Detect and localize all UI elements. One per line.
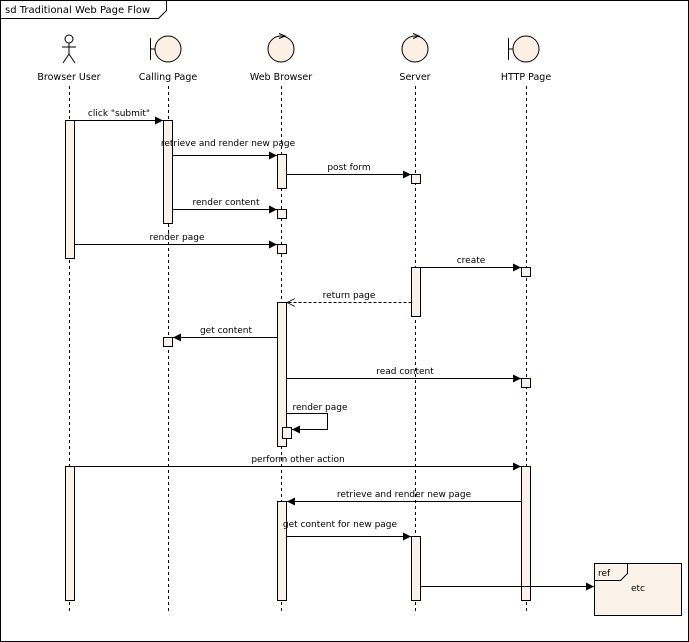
- lifeline-head-http-page: [508, 35, 540, 63]
- ref-tag-box: [594, 563, 628, 581]
- message-label-render-page: render page: [149, 233, 204, 243]
- frame-title-tab: [0, 0, 167, 19]
- activation-calling-page: [163, 120, 173, 224]
- lifeline-head-browser-user: [62, 34, 76, 64]
- activation-server: [411, 267, 421, 317]
- message-label-read-content: read content: [376, 367, 434, 377]
- lifeline-head-web-browser: [267, 33, 295, 63]
- message-label-create: create: [457, 256, 486, 266]
- message-label-retrieve-render-new-page: retrieve and render new page: [161, 139, 296, 149]
- activation-web-browser: [277, 244, 287, 254]
- activation-http-page: [521, 378, 531, 388]
- control-circle-icon: [267, 35, 295, 63]
- activation-web-browser: [282, 427, 292, 439]
- ref-tag: ref: [598, 569, 611, 579]
- activation-server: [411, 174, 421, 184]
- actor-right-leg-icon: [68, 53, 76, 64]
- activation-http-page: [521, 267, 531, 277]
- activation-server: [411, 536, 421, 601]
- ref-frame: [594, 563, 682, 616]
- ref-fragment: ref etc: [594, 563, 682, 616]
- activation-web-browser: [277, 209, 287, 219]
- message-label-return-page: return page: [323, 291, 376, 301]
- lifeline-name-browser-user: Browser User: [37, 72, 100, 83]
- lifeline-name-web-browser: Web Browser: [250, 72, 312, 83]
- ref-label: etc: [631, 584, 645, 594]
- control-arrow-icon: [412, 33, 421, 39]
- lifeline-name-http-page: HTTP Page: [501, 72, 551, 83]
- message-label-get-content-for-new-page: get content for new page: [283, 520, 398, 530]
- message-label-render-content: render content: [192, 198, 259, 208]
- message-label-get-content: get content: [200, 326, 253, 336]
- activation-http-page: [521, 466, 531, 601]
- activation-browser-user: [65, 120, 75, 259]
- message-label-perform-other-action: perform other action: [251, 455, 344, 465]
- message-label-retrieve-render-new-page-2: retrieve and render new page: [337, 490, 472, 500]
- control-circle-icon: [401, 35, 429, 63]
- actor-head-icon: [64, 34, 74, 44]
- boundary-circle-icon: [512, 35, 540, 63]
- lifeline-name-calling-page: Calling Page: [139, 72, 198, 83]
- activation-web-browser: [277, 302, 287, 447]
- message-label-post-form: post form: [327, 163, 370, 173]
- actor-left-leg-icon: [62, 53, 70, 64]
- activation-web-browser: [277, 154, 287, 189]
- activation-browser-user: [65, 466, 75, 601]
- lifeline-head-server: [401, 33, 429, 63]
- lifeline-head-calling-page: [150, 35, 182, 63]
- diagram-title: sd Traditional Web Page Flow: [5, 5, 150, 16]
- activation-calling-page: [163, 337, 173, 347]
- message-arrow-self-render-page: [286, 413, 328, 434]
- message-label-click-submit: click "submit": [88, 109, 150, 119]
- lifeline-name-server: Server: [399, 72, 430, 83]
- control-arrow-icon: [278, 33, 287, 39]
- boundary-circle-icon: [154, 35, 182, 63]
- activation-web-browser: [277, 501, 287, 601]
- message-label-self-render-page: render page: [292, 403, 347, 413]
